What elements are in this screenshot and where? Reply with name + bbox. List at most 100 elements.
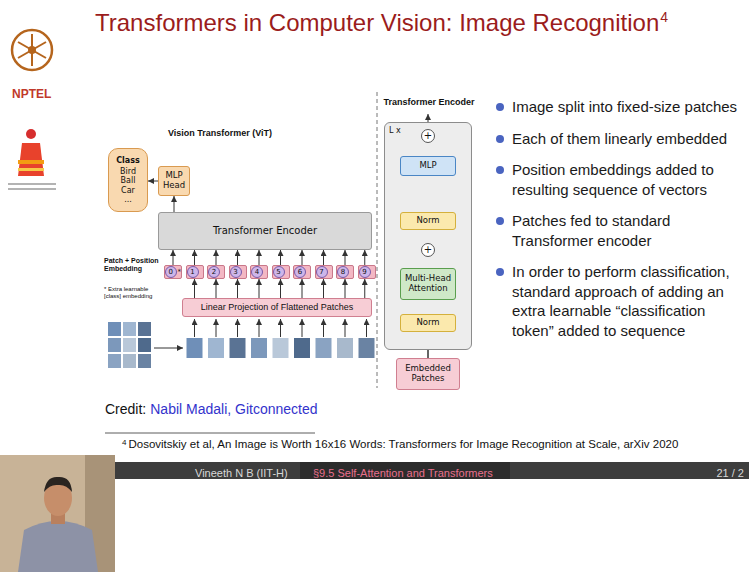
add-circle: +	[421, 129, 435, 143]
text-label: Vineeth N B (IIT-H)	[195, 467, 288, 479]
text-label: NPTEL	[12, 87, 51, 101]
node-text: Norm	[416, 216, 439, 226]
image-tile	[108, 322, 121, 336]
connector-arrow	[174, 196, 175, 212]
slide-title: Transformers in Computer Vision: Image R…	[95, 9, 659, 37]
bullet-text: In order to perform classification, stan…	[512, 262, 742, 340]
connector-arrow	[302, 250, 303, 265]
text-label: Credit:	[105, 401, 146, 417]
image-tile	[123, 338, 136, 352]
projection-box: Linear Projection of Flattened Patches	[182, 298, 372, 317]
text-label: Patch + Position Embedding	[104, 257, 162, 274]
bullet-marker	[494, 129, 512, 147]
bullet-dot	[496, 135, 504, 143]
connector-arrow	[148, 181, 158, 182]
bullet-dot	[496, 217, 504, 225]
encoder-box: Transformer Encoder	[158, 212, 372, 250]
text-label: Dosovitskiy et al, An Image is Worth 16x…	[128, 438, 678, 450]
connector-arrow	[173, 250, 174, 265]
node-text: 0	[165, 266, 177, 278]
token-box: 3	[229, 265, 247, 279]
f2-group: §9.5 Self-Attention and Transformers	[313, 463, 493, 481]
node-text: Transformer Encoder	[213, 225, 317, 237]
patch-arrow	[216, 319, 217, 337]
bullet-text: Image split into fixed-size patches	[512, 97, 742, 117]
presenter-hair	[44, 477, 72, 492]
bullet-marker	[494, 211, 512, 229]
foot-group: 4Dosovitskiy et al, An Image is Worth 16…	[122, 438, 678, 450]
flatten-arrow	[154, 348, 183, 349]
bullet-dot	[496, 166, 504, 174]
connector-arrow	[259, 250, 260, 265]
logo-script	[8, 183, 56, 185]
patch-tile	[251, 338, 267, 358]
patch-arrow	[302, 319, 303, 337]
patch-tile	[337, 338, 353, 358]
node-text: 7	[316, 266, 328, 278]
token-box: 1	[186, 265, 204, 279]
bullet-text: Position embeddings added to resulting s…	[512, 160, 742, 199]
text-label: Nabil Madali, Gitconnected	[150, 401, 317, 417]
patch-arrow	[237, 319, 238, 337]
bullets-group: Image split into fixed-size patchesEach …	[494, 97, 746, 352]
node-text: 4	[251, 266, 263, 278]
encoder-block: Transformer EncoderL x+MLPNorm+Multi-Hea…	[384, 122, 472, 350]
connector-arrow	[302, 279, 303, 298]
node-text: 8	[337, 266, 349, 278]
divider-line	[377, 92, 378, 388]
image-tile	[123, 354, 136, 368]
node-text: +	[424, 245, 432, 255]
bullet-dot	[496, 268, 504, 276]
logo-star	[18, 34, 46, 66]
connector-arrow	[364, 250, 365, 265]
text-label: 21 / 2	[716, 467, 744, 479]
vit-group: Vision Transformer (ViT)	[140, 128, 300, 138]
image-tile	[138, 354, 151, 368]
bullet-row: In order to perform classification, stan…	[494, 262, 746, 340]
node-text: +	[424, 131, 432, 141]
footnote-mark: 4	[122, 438, 126, 447]
connector-arrow	[216, 279, 217, 298]
patch-arrow	[345, 319, 346, 337]
footnote-mark: 4	[660, 9, 668, 25]
node-text: 9	[359, 266, 371, 278]
patch-arrow	[194, 319, 195, 337]
bullet-row: Each of them linearly embedded	[494, 129, 746, 149]
token-box: 4	[250, 265, 268, 279]
patch-tile	[230, 338, 246, 358]
image-tile	[123, 322, 136, 336]
patch-arrow	[280, 319, 281, 337]
node-subtext: Bird Ball Car ...	[120, 167, 136, 204]
node-subtext: L x	[389, 126, 401, 135]
connector-arrow	[364, 279, 365, 298]
presenter-video	[0, 455, 115, 572]
image-tile	[108, 338, 121, 352]
connector-arrow	[259, 279, 260, 298]
token-box: 5	[272, 265, 290, 279]
title-group: Transformers in Computer Vision: Image R…	[95, 9, 668, 37]
embedded-patches-box: Embedded Patches	[396, 358, 460, 390]
token-box: 8	[336, 265, 354, 279]
connector-arrow	[345, 279, 346, 298]
node-text: 5	[273, 266, 285, 278]
logo-body	[18, 143, 44, 176]
token-box: 7	[315, 265, 333, 279]
connector-arrow	[194, 279, 195, 298]
bullet-text: Each of them linearly embedded	[512, 129, 742, 149]
text-label: * Extra learnable [class] embedding	[104, 286, 162, 300]
f3-group: 21 / 2	[716, 463, 744, 481]
logo-stripe	[18, 160, 44, 164]
bullet-marker	[494, 262, 512, 280]
nptel-group: NPTEL	[12, 84, 51, 102]
patch-tile	[359, 338, 375, 358]
logo-ring	[12, 30, 52, 70]
token-box: 0*	[164, 265, 182, 279]
token-box: 2	[207, 265, 225, 279]
patch-tile	[208, 338, 224, 358]
bullet-row: Patches fed to standard Transformer enco…	[494, 211, 746, 250]
patch-arrow	[323, 319, 324, 337]
mlp-head-box: MLP Head	[158, 166, 190, 196]
connector-arrow	[194, 250, 195, 265]
class-box: ClassBird Ball Car ...	[108, 148, 148, 212]
node-text: Transformer Encoder	[381, 97, 477, 107]
